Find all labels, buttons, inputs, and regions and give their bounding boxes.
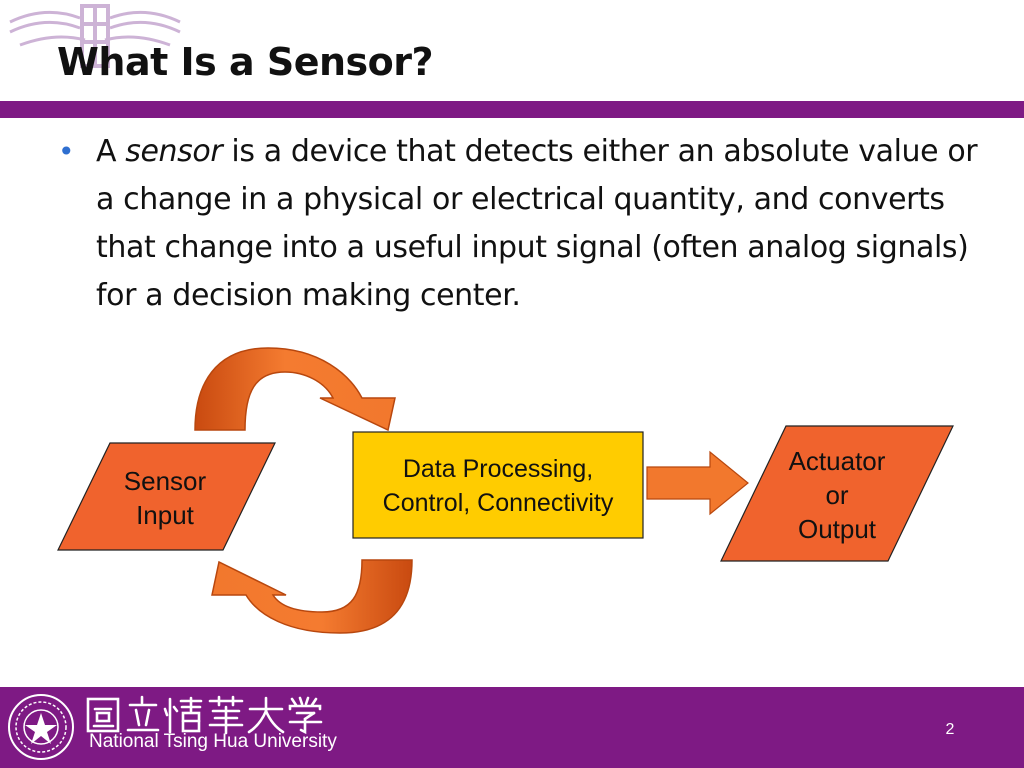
curved-arrow-bottom <box>211 559 413 634</box>
bullet-lead: A <box>96 134 126 169</box>
curved-arrow-top <box>194 347 396 432</box>
block-arrow-right <box>646 450 749 516</box>
sensor-loop-diagram <box>57 347 954 634</box>
data-processing-label: Data Processing, Control, Connectivity <box>382 455 614 517</box>
data-processing-node <box>352 431 644 539</box>
bullet-item: • A sensor is a device that detects eith… <box>58 128 978 320</box>
page-number: 2 <box>945 721 955 738</box>
university-chinese-name-logo <box>86 695 323 735</box>
page-title: What Is a Sensor? <box>57 40 434 84</box>
footer-university-name: National Tsing Hua University <box>89 731 337 752</box>
title-divider-bar <box>0 101 1024 118</box>
bullet-dot-icon: • <box>58 135 75 168</box>
bullet-text: A sensor is a device that detects either… <box>96 128 978 320</box>
sensor-input-node <box>57 442 276 551</box>
bullet-rest: is a device that detects either an absol… <box>96 134 978 313</box>
footer-bar: National Tsing Hua University 2 <box>0 687 1024 768</box>
university-logo-watermark <box>9 4 181 68</box>
bullet-emphasis: sensor <box>125 134 223 169</box>
actuator-output-label: Actuator or Output <box>788 446 886 544</box>
university-seal-icon <box>8 694 74 760</box>
sensor-input-label: Sensor Input <box>123 466 207 530</box>
actuator-output-node <box>720 425 954 562</box>
